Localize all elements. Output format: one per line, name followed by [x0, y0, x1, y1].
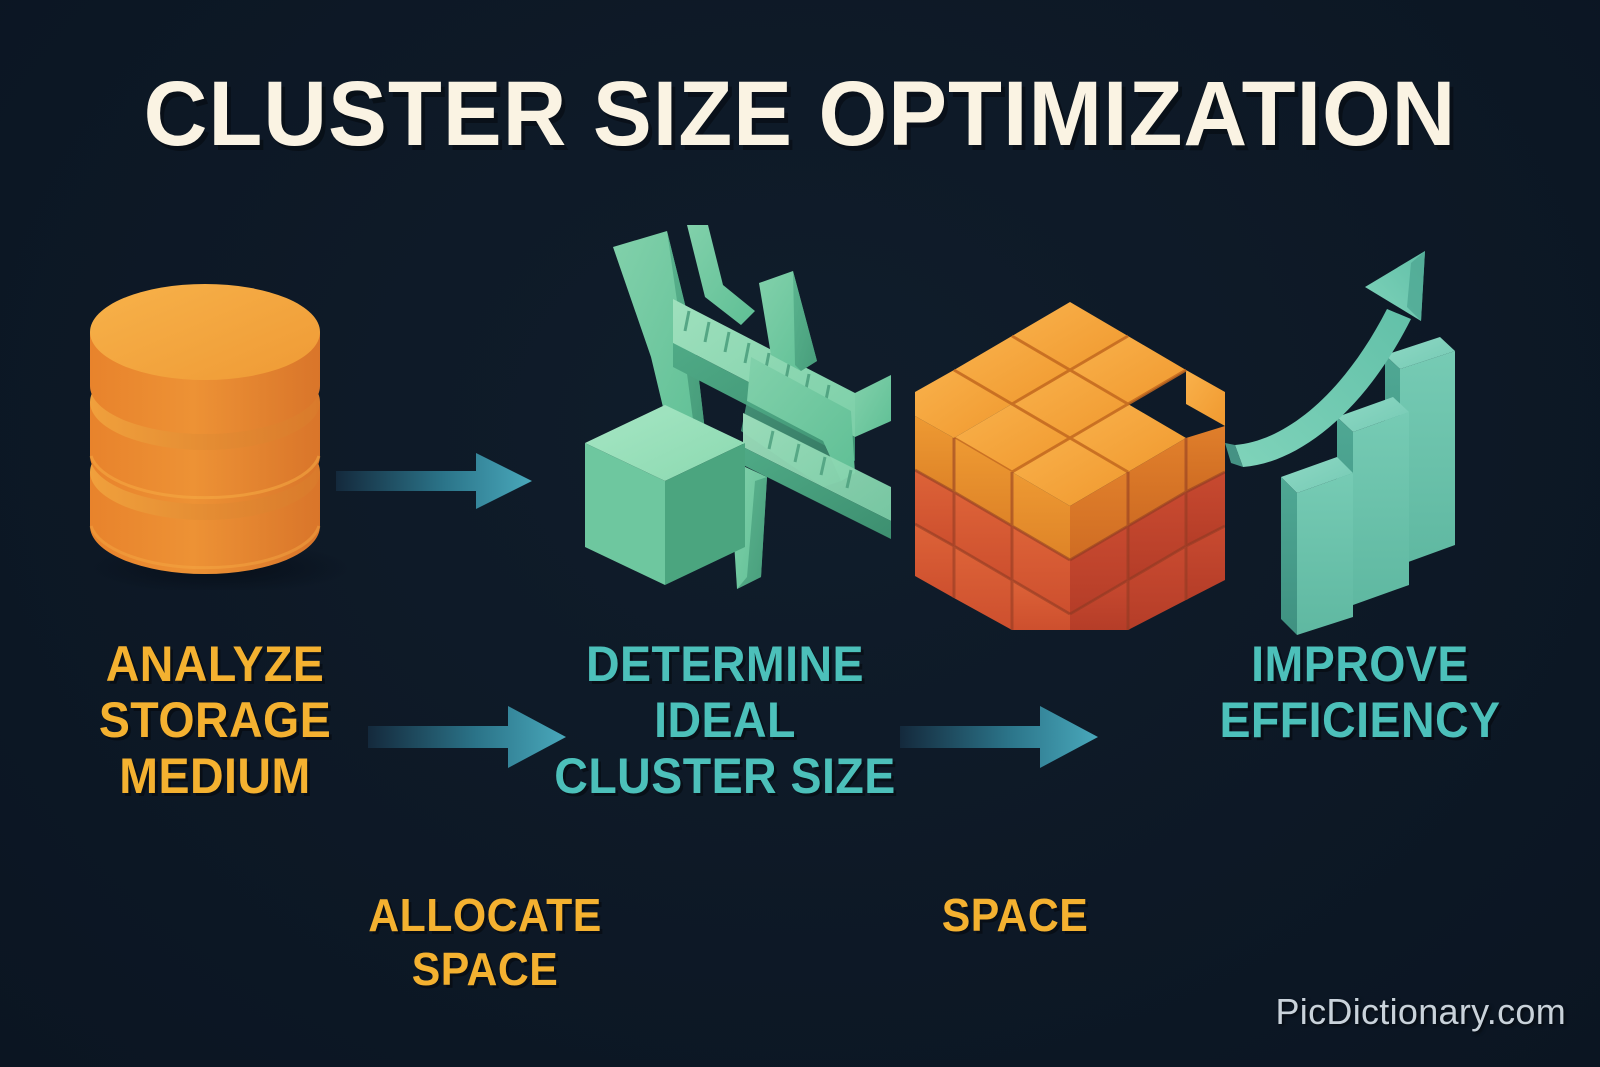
- arrow-determine-to-improve: [900, 692, 1100, 787]
- caliper-measuring-cube-icon: [555, 221, 915, 610]
- sub-label-line-2: SPACE: [411, 943, 559, 995]
- step-label-line-2: STORAGE: [98, 692, 332, 748]
- sub-label-line-1: ALLOCATE: [368, 889, 602, 941]
- step-label-line-2: EFFICIENCY: [1219, 692, 1501, 748]
- arrow-storage-to-caliper: [336, 441, 536, 526]
- growth-bar-chart-icon: [1225, 245, 1455, 640]
- sub-label-space: SPACE: [843, 888, 1187, 942]
- database-cylinder-icon: [60, 250, 350, 595]
- isometric-cube-block-icon: [914, 280, 1226, 635]
- step-label-determine-ideal-cluster-size: DETERMINE IDEAL CLUSTER SIZE: [516, 636, 935, 804]
- page-title: CLUSTER SIZE OPTIMIZATION: [143, 63, 1457, 165]
- sub-label-line-1: SPACE: [941, 889, 1089, 941]
- step-label-analyze-storage-medium: ANALYZE STORAGE MEDIUM: [52, 636, 378, 804]
- watermark: PicDictionary.com: [1275, 991, 1566, 1032]
- step-label-line-1: ANALYZE: [105, 636, 325, 692]
- step-label-line-2: IDEAL: [654, 692, 796, 748]
- sub-label-allocate-space: ALLOCATE SPACE: [313, 888, 657, 996]
- arrow-analyze-to-determine: [368, 692, 568, 787]
- step-label-line-1: DETERMINE: [585, 636, 865, 692]
- step-label-line-3: MEDIUM: [119, 748, 311, 804]
- step-label-line-3: CLUSTER SIZE: [554, 748, 896, 804]
- step-label-line-1: IMPROVE: [1251, 636, 1469, 692]
- step-label-improve-efficiency: IMPROVE EFFICIENCY: [1155, 636, 1564, 748]
